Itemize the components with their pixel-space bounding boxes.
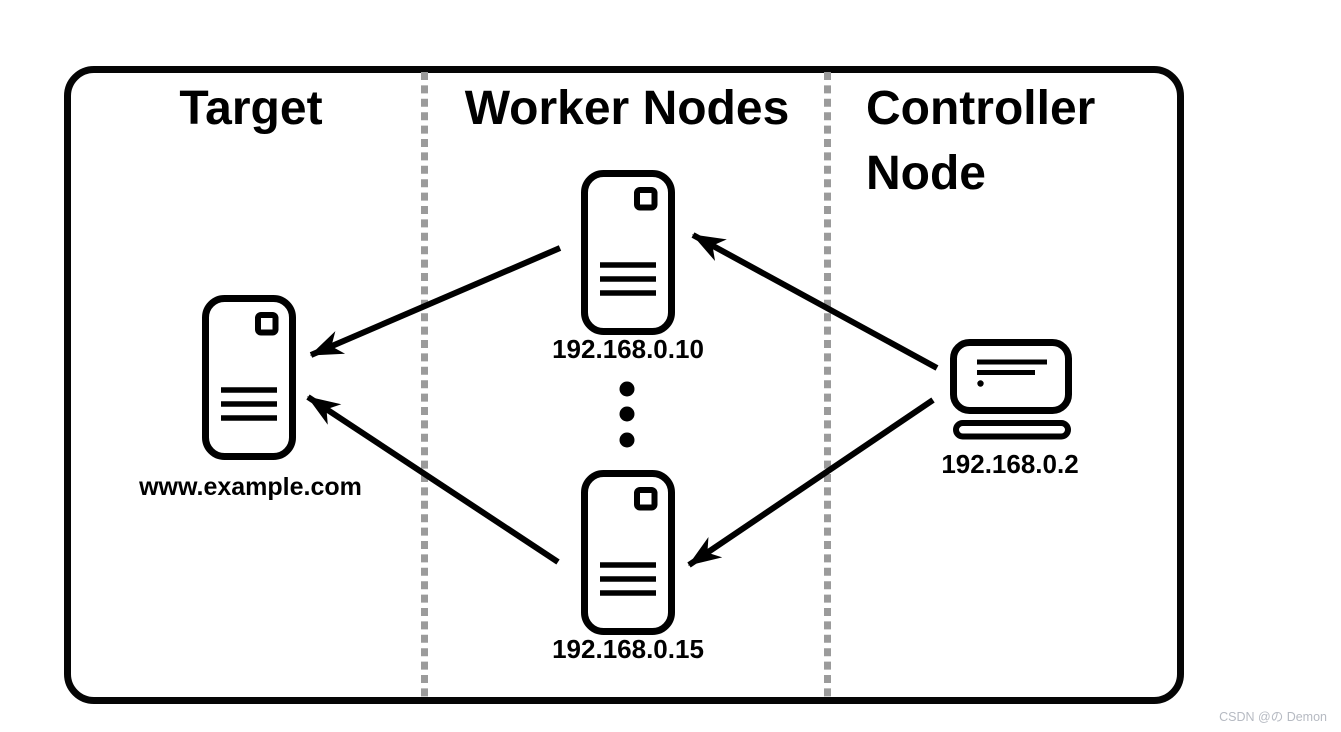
csdn-watermark: CSDN @の Demon: [1219, 710, 1327, 724]
section-title-target: Target: [179, 82, 323, 135]
worker-top-label: 192.168.0.10: [552, 334, 704, 364]
laptop-icon: [950, 339, 1072, 440]
server-icon: [202, 295, 296, 460]
section-title-worker-nodes: Worker Nodes: [464, 82, 790, 135]
server-icon: [581, 170, 675, 335]
server-icon: [581, 470, 675, 635]
section-title-controller-node: Controller Node: [866, 82, 1096, 200]
worker-bottom-label: 192.168.0.15: [552, 634, 704, 664]
controller-label: 192.168.0.2: [941, 449, 1079, 479]
target-server-label: www.example.com: [139, 473, 362, 501]
diagram-frame: [64, 66, 1184, 704]
